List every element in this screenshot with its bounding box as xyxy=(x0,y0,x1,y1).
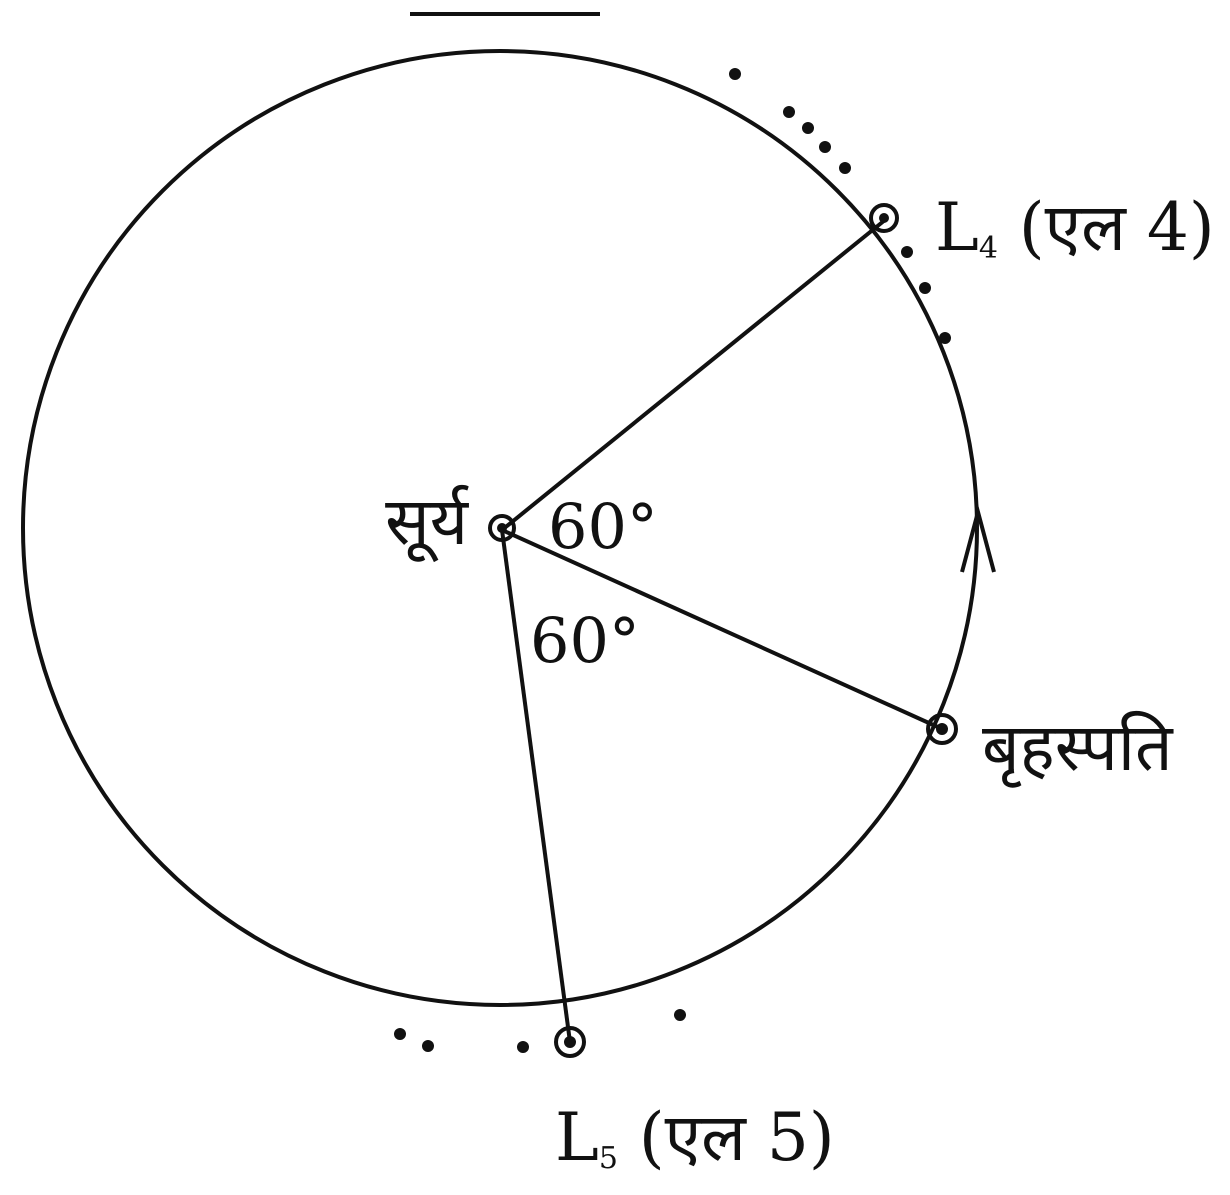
asteroid-dot xyxy=(729,68,741,80)
asteroid-dot xyxy=(901,246,913,258)
sun-label: सूर्य xyxy=(385,483,470,563)
line-sun-to-l4 xyxy=(500,218,887,532)
asteroid-dot xyxy=(819,141,831,153)
angle-upper-label: 60° xyxy=(548,490,658,563)
asteroid-dot xyxy=(839,162,851,174)
l4-label-main: L xyxy=(935,189,979,266)
l4-label-subscript: 4 xyxy=(979,231,998,266)
l5-label-rest: (एल 5) xyxy=(618,1099,835,1176)
sun-marker xyxy=(488,514,516,542)
asteroid-dot xyxy=(674,1009,686,1021)
l5-label-main: L xyxy=(555,1099,599,1176)
line-sun-to-l5 xyxy=(500,529,572,1043)
l4-trojan-asteroids xyxy=(729,68,951,344)
l5-label: L5 (एल 5) xyxy=(555,1099,835,1176)
asteroid-dot xyxy=(517,1041,529,1053)
l4-label: L4 (एल 4) xyxy=(935,189,1215,266)
asteroid-dot xyxy=(422,1040,434,1052)
l5-marker xyxy=(554,1026,586,1058)
orbit-circle xyxy=(21,49,979,1007)
jupiter-label: बृहस्पति xyxy=(982,709,1174,788)
asteroid-dot xyxy=(394,1028,406,1040)
angle-lower-label: 60° xyxy=(530,604,640,677)
asteroid-dot xyxy=(919,282,931,294)
asteroid-dot xyxy=(783,106,795,118)
l4-marker xyxy=(869,203,899,233)
asteroid-dot xyxy=(939,332,951,344)
l5-label-subscript: 5 xyxy=(599,1141,618,1176)
orbit-direction-arrow xyxy=(960,504,996,573)
l5-trojan-asteroids xyxy=(394,1009,686,1053)
line-sun-to-jupiter xyxy=(501,528,941,730)
l4-label-rest: (एल 4) xyxy=(998,189,1215,266)
jupiter-marker xyxy=(926,713,958,745)
asteroid-dot xyxy=(802,122,814,134)
